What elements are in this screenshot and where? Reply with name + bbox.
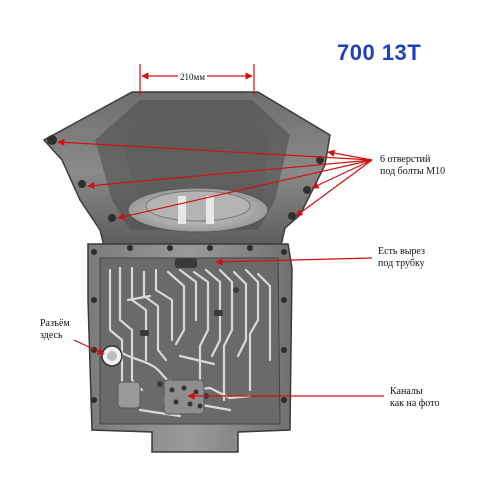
channel-cluster (117, 379, 205, 415)
channels-callout: Каналы как на фото (390, 386, 439, 410)
valve-body-ports (140, 258, 239, 399)
bolts-callout: 6 отверстий под болты М10 (380, 154, 445, 178)
connector-callout-line2: здесь (40, 330, 63, 341)
cutout-callout-line2: под трубку (378, 258, 425, 269)
bolts-callout-line1: 6 отверстий (380, 154, 431, 165)
connector-port (101, 345, 123, 367)
connector-arrow (73, 339, 105, 355)
clutch-drum (127, 187, 269, 233)
cutout-arrow (215, 257, 373, 266)
bolts-callout-line2: под болты М10 (380, 166, 446, 177)
channels-callout-line1: Каналы (390, 386, 423, 397)
bolt-arrows (57, 138, 373, 221)
connector-callout: Разъём здесь (40, 318, 70, 342)
cutout-callout: Есть вырез под трубку (378, 246, 425, 270)
channels-callout-line2: как на фото (390, 398, 440, 409)
model-title: 700 13T (337, 40, 422, 65)
valve-body-channels (108, 266, 272, 418)
dimension-label: 210мм (178, 72, 207, 82)
connector-callout-line1: Разъём (40, 318, 70, 329)
cutout-callout-line1: Есть вырез (378, 246, 425, 257)
